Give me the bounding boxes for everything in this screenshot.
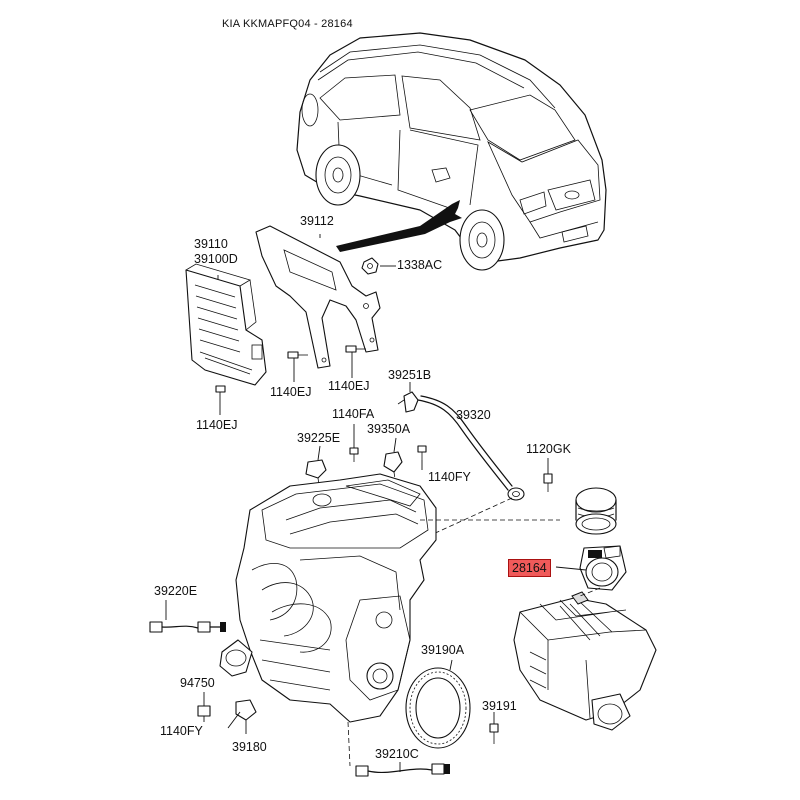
part-label-39350a[interactable]: 39350A (367, 422, 411, 436)
bolt-icon (345, 345, 366, 378)
part-label-1140fa[interactable]: 1140FA (332, 407, 375, 421)
nut-icon (361, 257, 379, 275)
part-label-39210c[interactable]: 39210C (375, 747, 419, 761)
sensor-39350a (383, 437, 403, 473)
part-label-39251b[interactable]: 39251B (388, 368, 432, 382)
intake-hose (575, 487, 617, 535)
part-label-39225e[interactable]: 39225E (297, 431, 341, 445)
part-label-1140fy[interactable]: 1140FY (160, 724, 203, 738)
part-label-1338ac[interactable]: 1338AC (397, 258, 443, 272)
part-label-94750[interactable]: 94750 (180, 676, 215, 690)
part-label-39220e[interactable]: 39220E (154, 584, 198, 598)
mass-air-flow-sensor (579, 545, 627, 591)
part-label-39190a[interactable]: 39190A (421, 643, 465, 657)
part-label-1140fy[interactable]: 1140FY (428, 470, 471, 484)
bolt-icon (417, 445, 427, 470)
bolt-icon (349, 424, 359, 462)
sensor-39251b (397, 382, 419, 413)
engine-assembly (219, 473, 437, 723)
part-label-39320[interactable]: 39320 (456, 408, 491, 422)
bolt-icon (215, 385, 226, 415)
part-label-39191[interactable]: 39191 (482, 699, 517, 713)
page-title: KIA KKMAPFQ04 - 28164 (222, 18, 353, 30)
air-cleaner-assembly (513, 591, 657, 731)
bolt-icon (287, 351, 308, 382)
part-label-1140ej[interactable]: 1140EJ (196, 418, 238, 432)
part-label-1140ej[interactable]: 1140EJ (270, 385, 312, 399)
oxygen-sensor-downstream (355, 762, 450, 777)
part-label-1120gk[interactable]: 1120GK (526, 442, 571, 456)
knock-sensor (235, 699, 257, 734)
part-label-28164[interactable]: 28164 (508, 559, 551, 577)
oxygen-sensor-upstream (149, 600, 226, 633)
oil-pressure-switch (197, 692, 211, 722)
flywheel-ring (405, 659, 471, 749)
ecu-module (185, 263, 267, 386)
sensor-39225e (305, 445, 327, 479)
vehicle-illustration (296, 32, 607, 271)
part-label-1140ej[interactable]: 1140EJ (328, 379, 370, 393)
part-label-39100d[interactable]: 39100D (194, 252, 238, 266)
ecu-bracket (255, 225, 381, 369)
part-label-39110[interactable]: 39110 (194, 237, 228, 251)
part-label-39112[interactable]: 39112 (300, 214, 334, 228)
part-label-39180[interactable]: 39180 (232, 740, 267, 754)
vacuum-hose (417, 395, 525, 501)
bolt-icon (543, 458, 553, 492)
bolt-icon (489, 712, 499, 744)
